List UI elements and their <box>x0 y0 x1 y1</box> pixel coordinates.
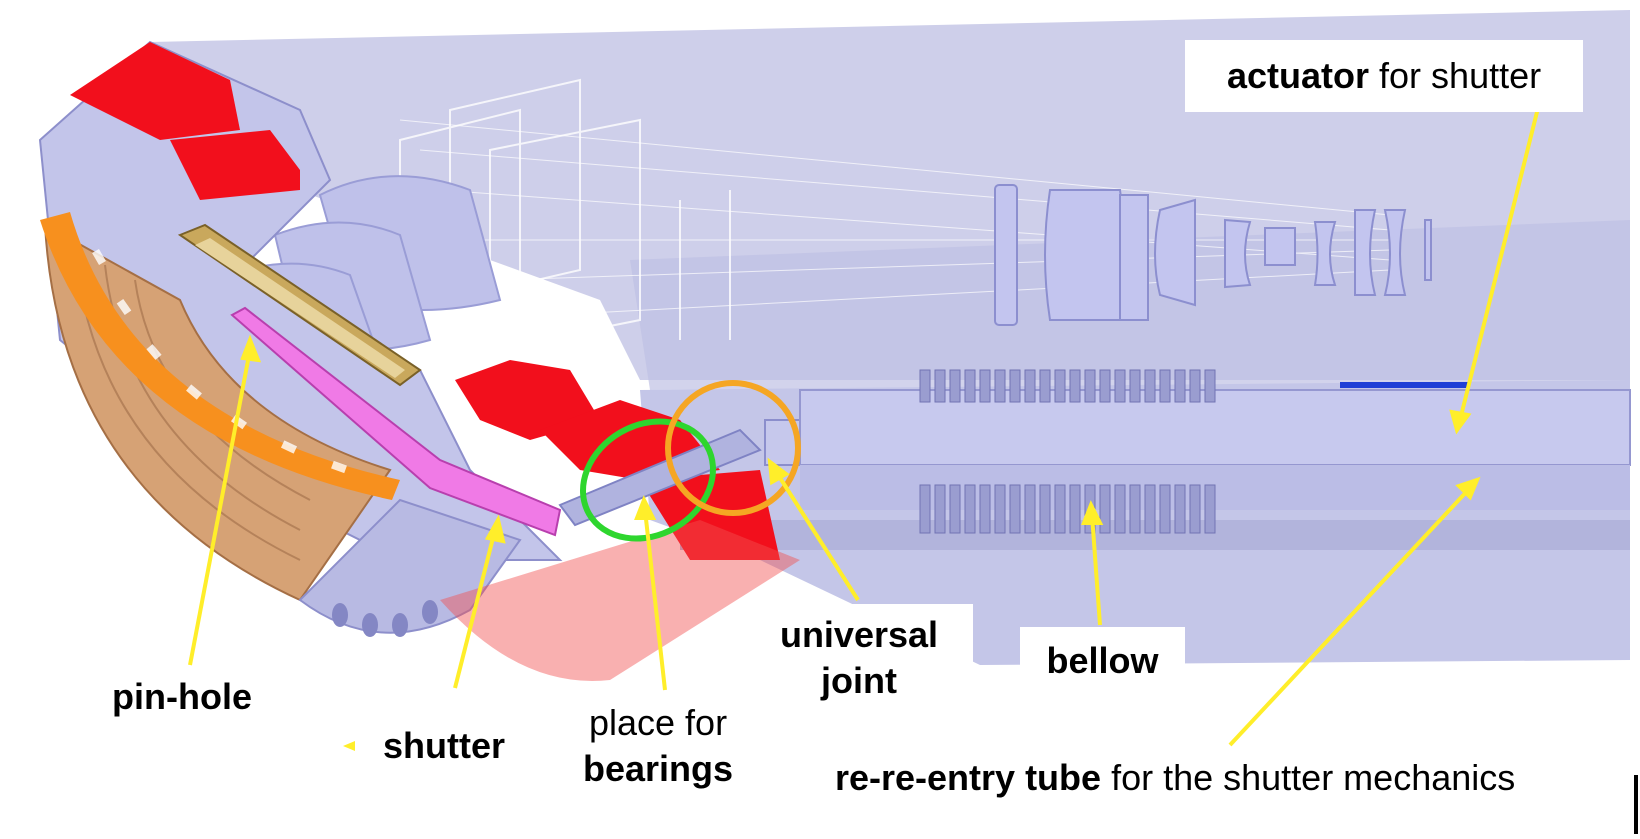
label-tube-bold: re-re-entry tube <box>835 757 1102 798</box>
flange-holes <box>332 600 438 637</box>
gold-frame-inner <box>195 238 405 378</box>
arrow-actuator <box>1458 99 1542 421</box>
arrow-tube <box>1228 486 1472 747</box>
arrow-pin-hole <box>188 349 252 666</box>
arrow-shutter <box>453 529 497 689</box>
stray-arrowhead <box>343 741 355 751</box>
label-actuator: actuator for shutter <box>1185 40 1584 112</box>
label-tube-rest: for the shutter mechanics <box>1101 757 1516 798</box>
label-bearings: place for bearings <box>583 700 733 792</box>
bearings-highlight-circle <box>580 418 716 542</box>
arrow-bearings <box>643 509 667 691</box>
lens-group <box>994 184 1432 326</box>
arrow-bellow <box>1090 514 1102 626</box>
label-tube: re-re-entry tube for the shutter mechani… <box>835 756 1515 800</box>
orange-ring <box>40 212 400 500</box>
label-shutter: shutter <box>383 725 506 766</box>
label-pin-hole: pin-hole <box>112 676 252 717</box>
label-bearings-line1: place for <box>588 702 728 743</box>
bellow-lower <box>919 484 1216 534</box>
universal-joint-highlight-circle <box>665 380 801 516</box>
pink-shutter-blade <box>230 306 562 537</box>
callout-arrows <box>188 99 1542 747</box>
ring-teeth <box>92 248 347 474</box>
label-universal-joint-line1: universal <box>779 614 939 655</box>
label-bearings-line2: bearings <box>583 748 734 789</box>
label-bellow: bellow <box>1020 627 1185 695</box>
label-actuator-rest: for shutter <box>1369 55 1542 96</box>
arrow-universal-joint <box>773 468 860 602</box>
label-actuator-bold: actuator <box>1227 55 1370 96</box>
edge-mark <box>1634 775 1638 834</box>
blue-strip <box>1340 382 1470 388</box>
label-universal-joint-line2: joint <box>821 660 897 701</box>
red-translucent-base <box>440 520 800 681</box>
label-universal-joint: universal joint <box>745 604 973 714</box>
bellow-upper <box>919 369 1216 403</box>
